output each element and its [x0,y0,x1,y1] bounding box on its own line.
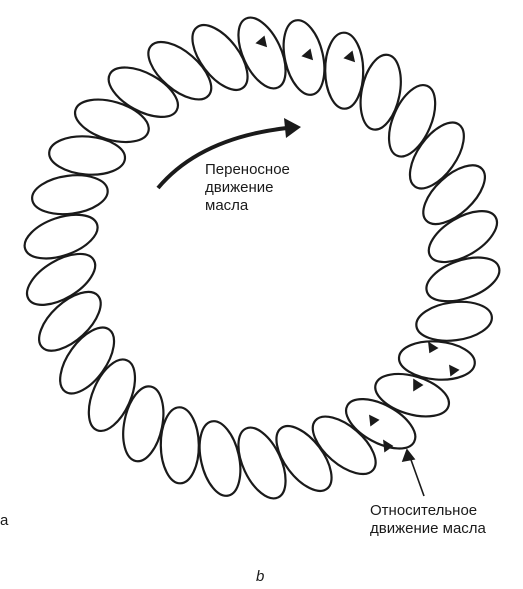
panel-a-label-fragment: а [0,512,8,530]
flow-arrow-6 [257,37,266,46]
coil-loop [370,366,454,424]
transfer-motion-label: Переносное движение масла [205,161,290,215]
coil-loop [160,407,199,483]
flow-arrow-4 [384,441,392,451]
flow-arrow-3 [370,416,378,425]
transfer-arrowhead [284,118,301,138]
relative-motion-label: Относительное движение масла [370,502,486,538]
coil-loop [325,32,364,108]
relative-label-line-2: движение масла [370,520,486,538]
transfer-label-line-3: масла [205,197,290,215]
flow-arrow-2 [414,380,422,390]
transfer-label-line-2: движение [205,179,290,197]
coil-loop [29,282,111,362]
relative-label-line-1: Относительное [370,502,486,520]
coil-rings [19,11,506,506]
transfer-label-line-1: Переносное [205,161,290,179]
flow-arrow-8 [345,52,354,61]
coil-loop [139,32,221,110]
coil-loop [70,92,154,150]
panel-b-label: b [256,568,264,586]
flow-arrow-7 [303,50,312,59]
coil-loop [413,155,495,235]
coil-loop [30,171,110,218]
coil-loop [414,298,494,345]
flow-arrow-5 [450,366,458,375]
coil-loop [193,417,247,500]
relative-pointer-head [403,450,414,461]
coil-loop [277,16,331,99]
relative-pointer-line [410,457,424,496]
flow-arrow-1 [429,343,437,352]
